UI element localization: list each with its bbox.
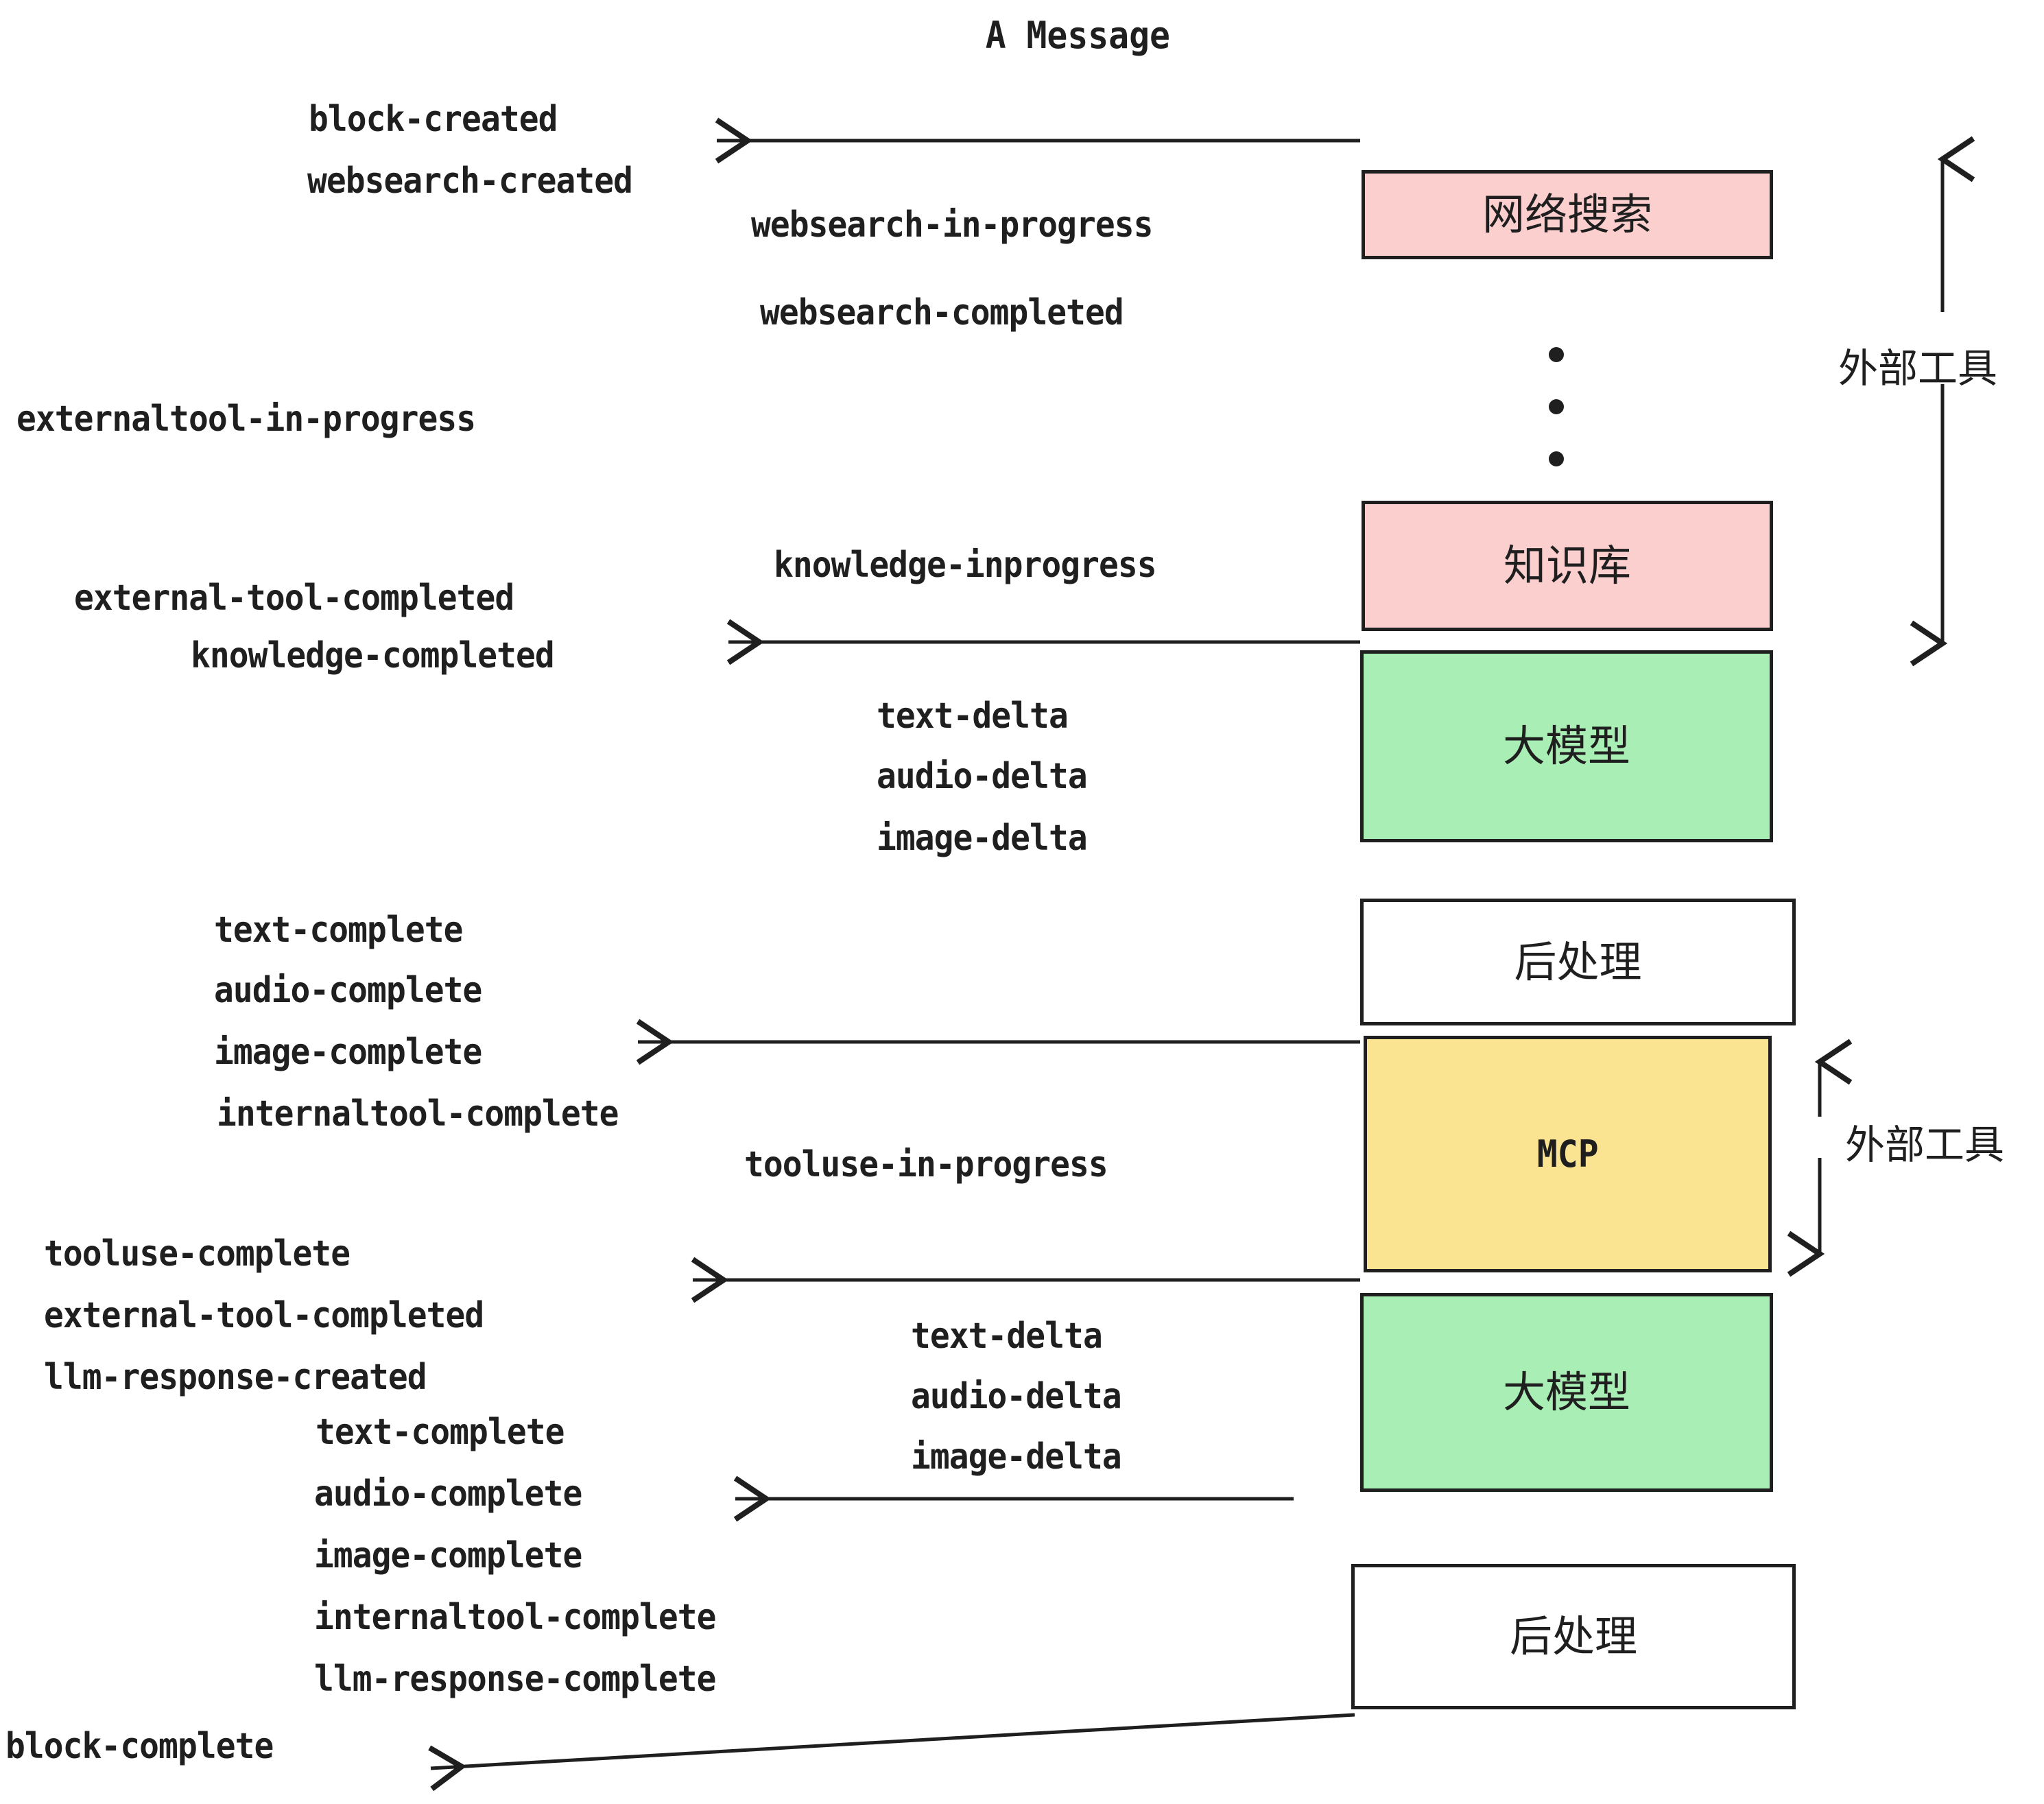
event-audio-complete-1: audio-complete — [214, 970, 482, 1011]
event-tooluse-in-progress: tooluse-in-progress — [744, 1144, 1108, 1185]
event-websearch-in-progress: websearch-in-progress — [751, 204, 1153, 246]
box-llm-bottom-label: 大模型 — [1502, 1367, 1630, 1417]
event-audio-complete-2: audio-complete — [314, 1473, 582, 1515]
event-image-delta-2: image-delta — [911, 1436, 1122, 1477]
box-llm-top[interactable]: 大模型 — [1360, 650, 1773, 842]
box-llm-top-label: 大模型 — [1502, 721, 1630, 771]
event-audio-delta-1: audio-delta — [877, 756, 1088, 797]
event-llm-response-complete: llm-response-complete — [314, 1659, 716, 1700]
event-internaltool-complete-2: internaltool-complete — [314, 1597, 716, 1638]
box-llm-bottom[interactable]: 大模型 — [1360, 1293, 1773, 1492]
event-external-tool-completed-1: external-tool-completed — [74, 578, 514, 619]
ellipsis-dot — [1549, 399, 1564, 414]
box-mcp-label: MCP — [1536, 1132, 1599, 1176]
event-image-complete-1: image-complete — [214, 1032, 482, 1073]
event-audio-delta-2: audio-delta — [911, 1376, 1122, 1417]
event-internaltool-complete-1: internaltool-complete — [217, 1093, 619, 1135]
box-postprocess-bottom-label: 后处理 — [1509, 1611, 1637, 1661]
event-block-created: block-created — [309, 99, 558, 140]
arrow-postprocess-to-block-complete — [428, 1713, 1355, 1792]
box-postprocess-top-label: 后处理 — [1514, 936, 1642, 987]
event-text-complete-1: text-complete — [214, 910, 463, 951]
event-image-complete-2: image-complete — [314, 1535, 582, 1576]
event-knowledge-completed: knowledge-completed — [191, 635, 555, 676]
event-llm-response-created: llm-response-created — [44, 1357, 427, 1398]
event-image-delta-1: image-delta — [877, 818, 1088, 859]
event-text-delta-1: text-delta — [877, 696, 1069, 737]
page-title: A Message — [985, 14, 1170, 57]
event-tooluse-complete: tooluse-complete — [44, 1233, 350, 1274]
box-knowledge-label: 知识库 — [1503, 541, 1631, 591]
box-postprocess-bottom[interactable]: 后处理 — [1351, 1564, 1796, 1709]
event-text-complete-2: text-complete — [316, 1412, 565, 1453]
event-text-delta-2: text-delta — [911, 1316, 1103, 1357]
box-mcp[interactable]: MCP — [1364, 1036, 1772, 1272]
event-externaltool-in-progress: externaltool-in-progress — [16, 399, 476, 440]
event-external-tool-completed-2: external-tool-completed — [44, 1295, 484, 1336]
ellipsis-dot — [1549, 347, 1564, 362]
event-websearch-created: websearch-created — [307, 161, 633, 202]
box-knowledge[interactable]: 知识库 — [1362, 501, 1773, 631]
box-websearch-label: 网络搜索 — [1482, 189, 1652, 239]
event-websearch-completed: websearch-completed — [760, 292, 1124, 333]
ellipsis-dot — [1549, 451, 1564, 466]
event-knowledge-inprogress: knowledge-inprogress — [774, 545, 1157, 586]
event-block-complete: block-complete — [5, 1726, 274, 1767]
box-postprocess-top[interactable]: 后处理 — [1360, 899, 1796, 1025]
box-websearch[interactable]: 网络搜索 — [1362, 170, 1773, 259]
side-label-external-tool-top: 外部工具 — [1838, 345, 1998, 392]
side-label-external-tool-bottom: 外部工具 — [1845, 1121, 2005, 1168]
